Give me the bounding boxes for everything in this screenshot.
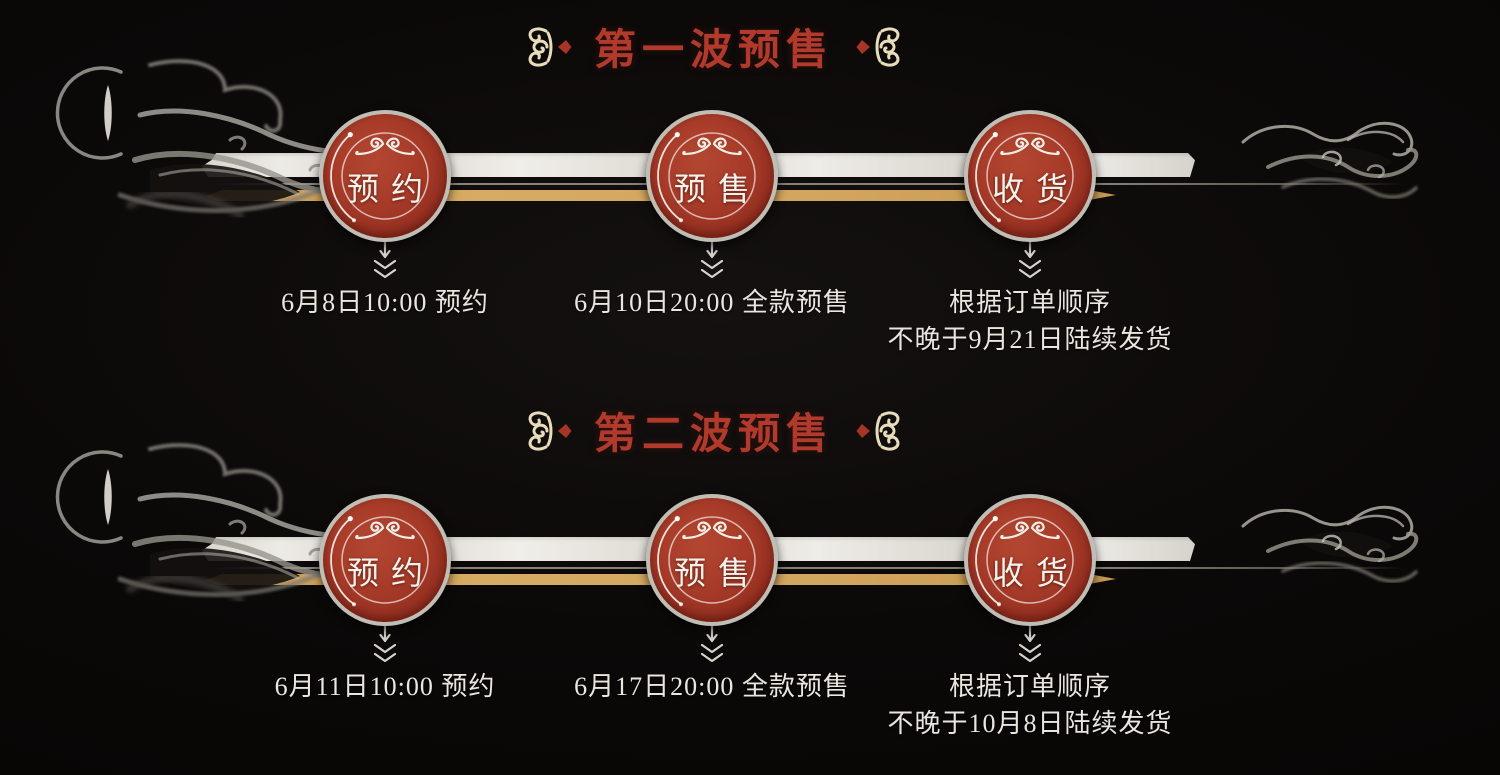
ink-cloud-decoration-icon: [1228, 112, 1428, 212]
step-note: 6月11日10:00 预约: [175, 668, 595, 705]
step-note: 根据订单顺序 不晚于9月21日陆续发货: [820, 284, 1240, 358]
wave-title: 第二波预售: [593, 412, 835, 458]
step-note-line: 不晚于10月8日陆续发货: [887, 709, 1173, 738]
timeline-thin-line: [215, 567, 1405, 569]
down-arrow-icon: [370, 624, 400, 668]
down-arrow-icon: [697, 624, 727, 668]
title-ornament-right-icon: [856, 409, 906, 453]
down-arrow-icon: [697, 240, 727, 284]
step-note-line: 不晚于9月21日陆续发货: [887, 325, 1173, 354]
step-note-line: 6月10日20:00 全款预售: [574, 288, 850, 317]
node-ring-icon: [323, 114, 447, 238]
step-note-line: 根据订单顺序: [948, 288, 1111, 317]
first-wave-section: 第一波预售 预约 6月8日10:00 预约 预售: [0, 0, 1500, 358]
step-note-line: 根据订单顺序: [948, 672, 1111, 701]
step-node-reserve: 预约: [319, 110, 451, 242]
step-note: 6月8日10:00 预约: [175, 284, 595, 321]
step-label: 预售: [673, 555, 762, 591]
step-note-line: 6月8日10:00 预约: [281, 288, 489, 317]
step-node-presale: 预售: [646, 494, 778, 626]
step-node-delivery: 收货: [964, 494, 1096, 626]
down-arrow-icon: [1015, 624, 1045, 668]
timeline-thin-line: [215, 183, 1405, 185]
title-ornament-left-icon: [522, 409, 572, 453]
ink-cloud-decoration-icon: [1228, 496, 1428, 596]
step-node-delivery: 收货: [964, 110, 1096, 242]
second-wave-section: 第二波预售 预约 6月11日10:00 预约 预售: [0, 384, 1500, 775]
title-ornament-right-icon: [856, 25, 906, 69]
node-ring-icon: [968, 498, 1092, 622]
step-note: 6月10日20:00 全款预售: [502, 284, 922, 321]
step-note-line: 6月11日10:00 预约: [274, 672, 496, 701]
step-label: 预售: [673, 171, 762, 207]
wave-title: 第一波预售: [593, 28, 835, 74]
step-note: 6月17日20:00 全款预售: [502, 668, 922, 705]
step-node-reserve: 预约: [319, 494, 451, 626]
node-ring-icon: [650, 114, 774, 238]
wave-title-row: 第一波预售: [522, 16, 906, 77]
step-label: 收货: [991, 555, 1080, 591]
step-note: 根据订单顺序 不晚于10月8日陆续发货: [820, 668, 1240, 742]
wave-title-row: 第二波预售: [522, 400, 906, 461]
step-label: 收货: [991, 171, 1080, 207]
down-arrow-icon: [370, 240, 400, 284]
title-ornament-left-icon: [522, 25, 572, 69]
node-ring-icon: [650, 498, 774, 622]
node-ring-icon: [323, 498, 447, 622]
node-ring-icon: [968, 114, 1092, 238]
step-node-presale: 预售: [646, 110, 778, 242]
step-note-line: 6月17日20:00 全款预售: [574, 672, 850, 701]
down-arrow-icon: [1015, 240, 1045, 284]
